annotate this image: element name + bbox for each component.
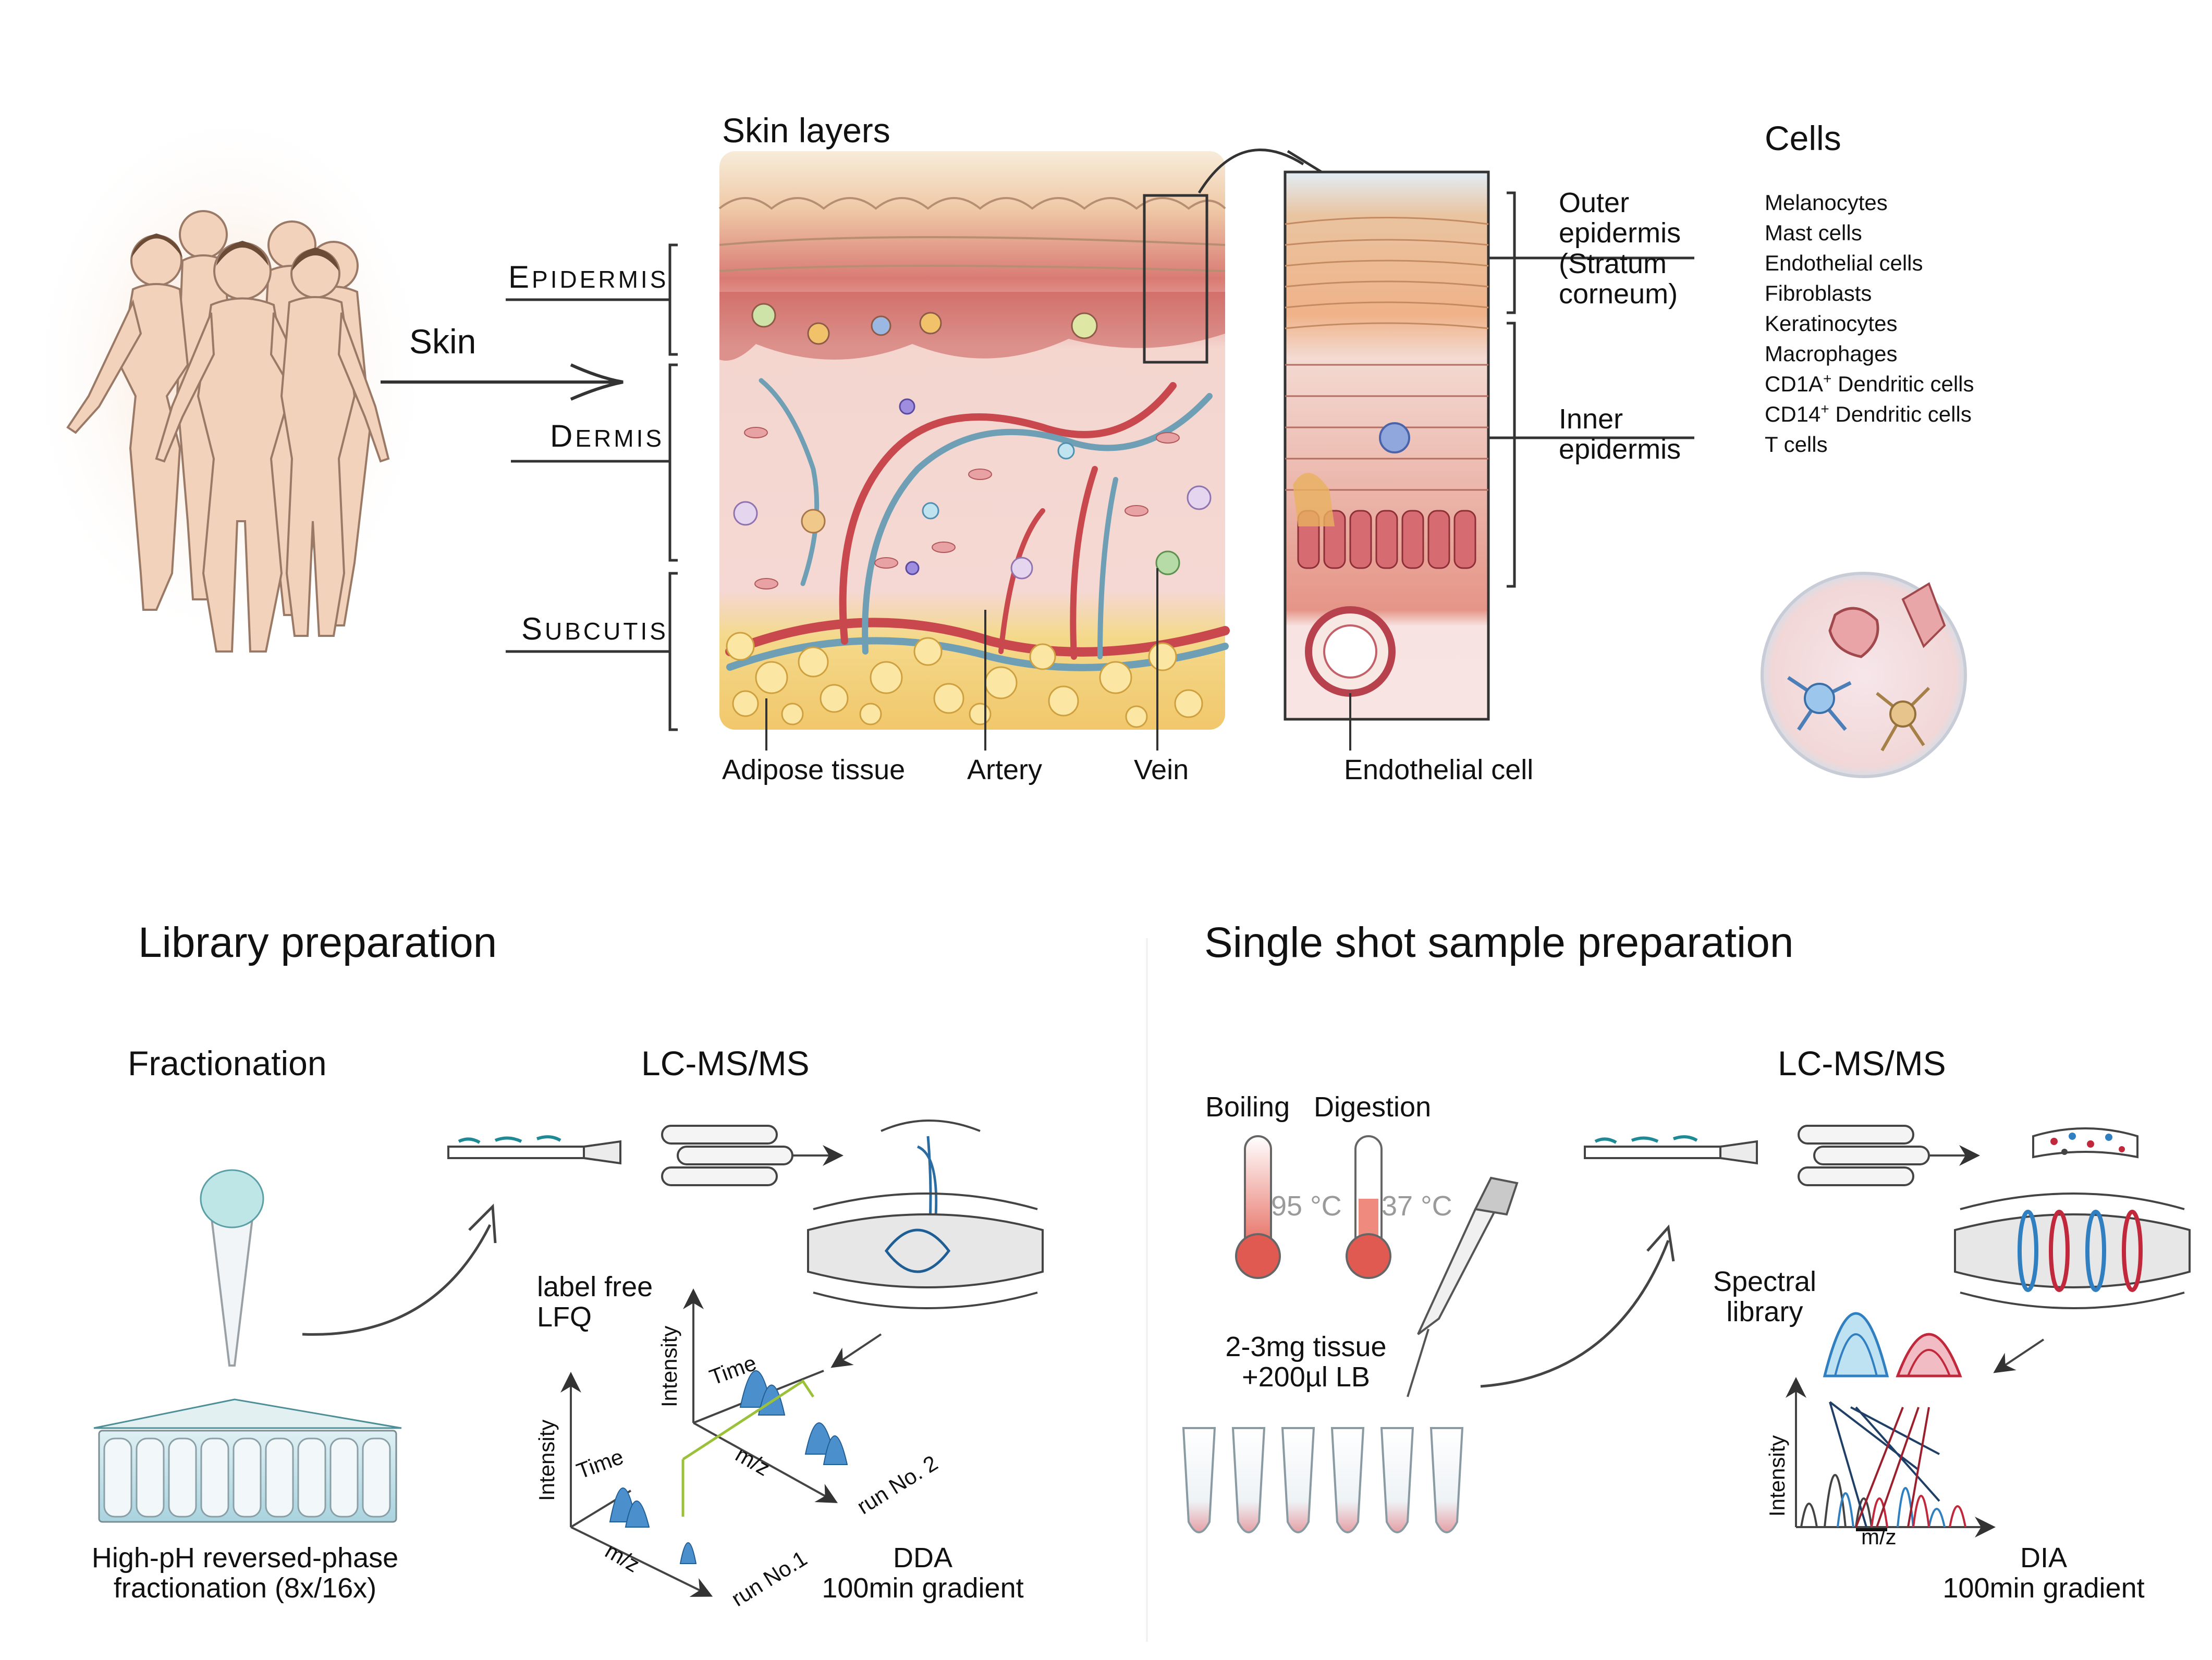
fractionation-title: Fractionation — [128, 1044, 327, 1083]
dda-intensity-axis-1: Intensity — [534, 1419, 559, 1501]
spectral-library-peaks — [1823, 1312, 1962, 1378]
skin-arrowhead — [570, 363, 624, 401]
epidermis-rest: PIDERMIS — [532, 266, 669, 293]
people-group-illustration — [42, 125, 417, 653]
dda-peaks — [609, 1370, 848, 1564]
subcutis-label: SUBCUTIS — [521, 612, 668, 646]
cells-circle-illustration — [1761, 572, 1967, 778]
epidermis-label: EPIDERMIS — [508, 260, 669, 294]
cell-type-item: CD1A+ Dendritic cells — [1765, 369, 1974, 399]
orbitrap-library — [807, 1120, 1044, 1368]
subcutis-rest: UBCUTIS — [545, 618, 668, 645]
single-curved-arrow — [1480, 1240, 1670, 1388]
ion-cloud — [2032, 1127, 2138, 1159]
inner-epidermis-label: Inner epidermis — [1559, 403, 1681, 465]
cell-type-name: Mast cells — [1765, 220, 1862, 245]
lcms-library-title: LC-MS/MS — [641, 1044, 810, 1083]
layer-brackets — [506, 243, 678, 731]
subcutis-initial: S — [521, 611, 545, 646]
digestion-label: Digestion — [1314, 1091, 1432, 1123]
fractionation-caption: High-pH reversed-phase fractionation (8x… — [91, 1542, 399, 1604]
library-curved-arrow — [302, 1224, 492, 1336]
zoom-curved-arrow — [1197, 149, 1304, 194]
fraction-plate — [98, 1430, 397, 1523]
cell-type-item: T cells — [1765, 429, 1974, 460]
cell-type-item: Fibroblasts — [1765, 278, 1974, 309]
outer-epidermis-label: Outer epidermis (Stratum corneum) — [1559, 187, 1681, 310]
zoom-brackets — [1488, 191, 1694, 588]
dda-intensity-axis-2: Intensity — [657, 1325, 681, 1407]
artery-label: Artery — [967, 754, 1043, 785]
dia-plot — [1786, 1377, 1996, 1538]
cell-type-name: CD14 — [1765, 401, 1821, 426]
cell-type-item: Endothelial cells — [1765, 248, 1974, 278]
dda-run-lines — [681, 1379, 815, 1517]
cell-type-name: CD1A — [1765, 371, 1824, 396]
dermis-initial: D — [550, 419, 576, 453]
dia-caption: DIA 100min gradient — [1942, 1542, 2145, 1604]
quadrupole-library — [661, 1125, 844, 1186]
cell-type-item: Keratinocytes — [1765, 309, 1974, 339]
epidermis-zoom-panel — [1284, 170, 1490, 721]
cell-type-item: Macrophages — [1765, 339, 1974, 369]
orbitrap-single — [1954, 1192, 2191, 1373]
skin-layers-title: Skin layers — [722, 111, 890, 150]
cell-type-item: Melanocytes — [1765, 188, 1974, 218]
eppendorf-tubes — [1182, 1427, 1464, 1533]
cell-type-superscript: + — [1820, 400, 1829, 417]
dia-intensity-axis: Intensity — [1765, 1435, 1789, 1517]
spectral-library-label: Spectral library — [1713, 1266, 1817, 1328]
lc-column-single — [1584, 1135, 1758, 1165]
fractionation-tip — [200, 1169, 264, 1367]
library-preparation-title: Library preparation — [138, 919, 497, 966]
thermometers — [1235, 1135, 1391, 1279]
dia-mz-axis: m/z — [1861, 1524, 1897, 1549]
epidermis-initial: E — [508, 260, 532, 294]
dermis-label: DERMIS — [550, 419, 665, 453]
endothelial-cell-label: Endothelial cell — [1344, 754, 1534, 785]
cell-type-superscript: + — [1823, 370, 1832, 387]
cell-type-name: Keratinocytes — [1765, 311, 1898, 336]
single-arrowhead — [1646, 1224, 1675, 1262]
dda-caption: DDA 100min gradient — [822, 1542, 1024, 1604]
cell-type-item: Mast cells — [1765, 218, 1974, 248]
cell-type-name: Endothelial cells — [1765, 250, 1923, 275]
cell-type-suffix: Dendritic cells — [1831, 371, 1974, 396]
homogenizer-pipette — [1407, 1176, 1519, 1397]
cells-title: Cells — [1765, 119, 1841, 157]
cell-type-item: CD14+ Dendritic cells — [1765, 399, 1974, 429]
temperature-95: 95 °C — [1271, 1190, 1342, 1222]
label-free-lfq: label free LFQ — [537, 1271, 653, 1333]
cell-type-name: Macrophages — [1765, 341, 1898, 366]
cell-type-name: Melanocytes — [1765, 190, 1888, 215]
quadrupole-single — [1798, 1125, 1980, 1186]
cell-type-name: T cells — [1765, 432, 1828, 457]
boiling-label: Boiling — [1205, 1091, 1290, 1123]
library-arrowhead — [468, 1203, 497, 1244]
dermis-rest: ERMIS — [575, 425, 665, 452]
lc-column-library — [447, 1135, 621, 1165]
cell-type-suffix: Dendritic cells — [1829, 401, 1972, 426]
skin-layers-block — [718, 151, 1230, 730]
temperature-37: 37 °C — [1382, 1190, 1452, 1222]
vein-label: Vein — [1134, 754, 1189, 785]
tissue-amount-label: 2-3mg tissue +200µl LB — [1225, 1331, 1387, 1393]
tissue-pointers — [765, 568, 1158, 751]
adipose-tissue-label: Adipose tissue — [722, 754, 906, 785]
plate-fan — [93, 1398, 402, 1429]
lcms-single-title: LC-MS/MS — [1778, 1044, 1946, 1083]
skin-label: Skin — [409, 322, 476, 361]
cell-type-name: Fibroblasts — [1765, 280, 1872, 305]
single-shot-title: Single shot sample preparation — [1204, 919, 1794, 966]
